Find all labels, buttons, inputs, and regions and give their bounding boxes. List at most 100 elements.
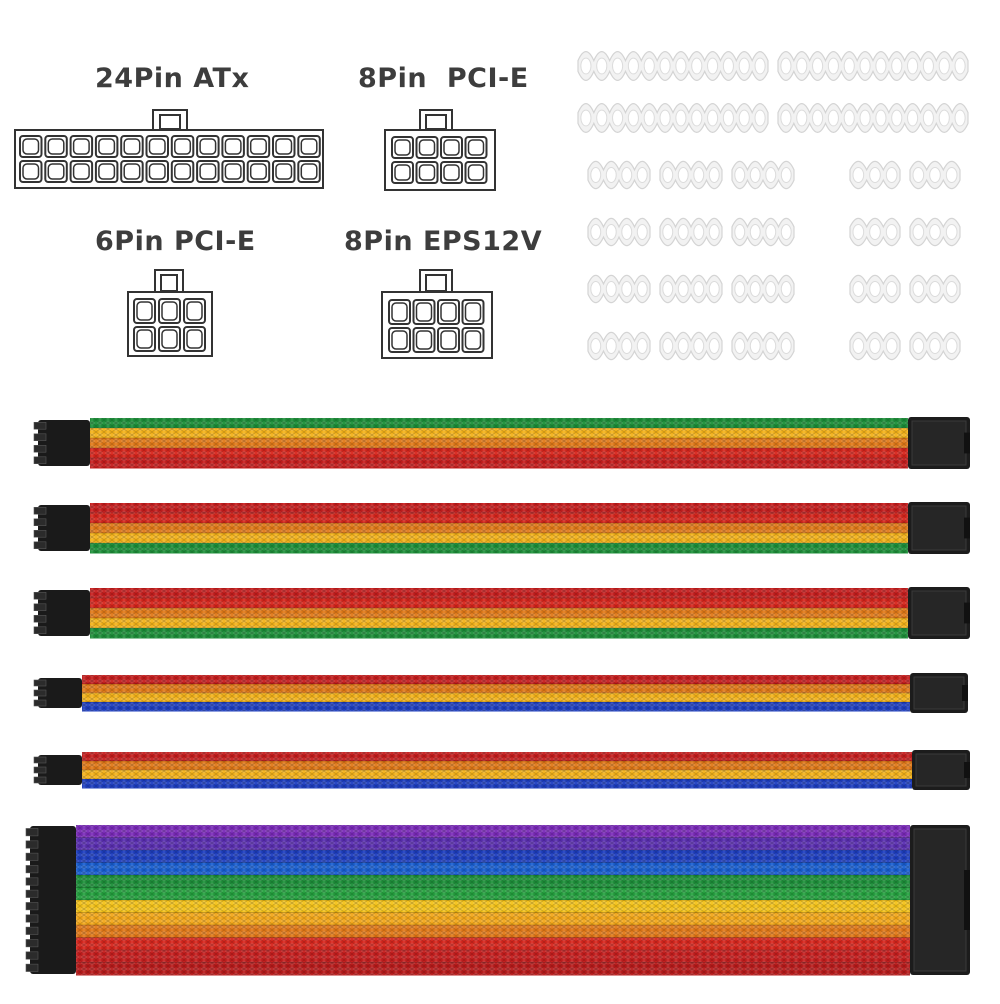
cable-comb xyxy=(909,331,961,361)
connector-pin-tab xyxy=(33,756,47,764)
connector-pin-inner xyxy=(443,164,460,181)
cable-comb xyxy=(587,331,651,361)
cable-connector-left xyxy=(30,826,76,974)
cable-comb xyxy=(777,103,969,133)
connector-pin xyxy=(461,327,485,353)
connector-pin xyxy=(44,135,68,158)
connector-pin-inner xyxy=(123,138,141,155)
connector-pin-tab xyxy=(25,939,39,948)
cable-connector-left xyxy=(38,755,82,785)
connector-pin-tab xyxy=(33,699,47,707)
connector-pin xyxy=(69,135,94,158)
connector-pin-tab xyxy=(33,626,47,634)
connector-latch xyxy=(964,870,970,930)
connector-pin-inner xyxy=(224,138,242,155)
connector-pin-inner xyxy=(186,301,203,321)
connector-pin xyxy=(272,135,296,158)
connector-face xyxy=(915,753,967,787)
connector-pin-inner xyxy=(174,138,192,155)
connector-face xyxy=(913,828,967,972)
connector-pin-tab xyxy=(33,541,47,549)
pcie8-label: 8Pin PCI-E xyxy=(358,63,529,94)
connector-pin xyxy=(19,135,43,158)
cable-comb xyxy=(577,103,769,133)
connector-pin-inner xyxy=(224,163,242,180)
connector-pin-tab xyxy=(25,828,39,837)
pcie8-connector-diagram xyxy=(384,109,496,191)
cable-comb xyxy=(731,217,795,247)
connector-pin xyxy=(94,160,119,183)
cable-comb xyxy=(909,217,961,247)
connector-pin-inner xyxy=(161,301,178,321)
connector-pin xyxy=(391,136,414,159)
connector-pin-tab xyxy=(25,951,39,960)
connector-pin-inner xyxy=(300,163,318,180)
connector-pin xyxy=(170,135,195,158)
connector-pin-inner xyxy=(415,302,433,322)
connector-latch xyxy=(962,685,968,701)
connector-pin xyxy=(388,299,411,325)
connector-pin xyxy=(19,160,43,183)
connector-pin xyxy=(133,326,156,352)
connector-pin xyxy=(170,160,195,183)
connector-pin-inner xyxy=(464,330,482,350)
cable-pcie-6pin-2 xyxy=(33,750,970,790)
connector-pin xyxy=(158,326,181,352)
cable-braid-texture xyxy=(82,675,910,711)
connector-pin-tab xyxy=(25,865,39,874)
connector-pin-inner xyxy=(249,163,267,180)
connector-pin xyxy=(183,298,206,324)
connector-pin-tab xyxy=(25,902,39,911)
connector-latch xyxy=(964,602,970,624)
connector-pin xyxy=(440,136,463,159)
connector-pin-inner xyxy=(161,329,178,349)
cable-comb xyxy=(659,274,723,304)
connector-pin-inner xyxy=(123,163,141,180)
connector-pin-tab xyxy=(33,529,47,538)
cable-comb xyxy=(777,51,969,81)
connector-pin xyxy=(183,326,206,352)
pcie6-label: 6Pin PCI-E xyxy=(95,226,256,257)
connector-pin xyxy=(145,135,169,158)
cable-comb xyxy=(587,274,651,304)
atx24-label: 24Pin ATx xyxy=(95,63,250,94)
connector-pin-inner xyxy=(391,330,408,350)
connector-pin xyxy=(388,327,411,353)
cable-braid-texture xyxy=(90,588,908,638)
connector-pin xyxy=(440,161,463,184)
connector-pin-inner xyxy=(186,329,203,349)
connector-pin xyxy=(145,160,169,183)
cable-comb xyxy=(659,160,723,190)
connector-pin xyxy=(391,161,414,184)
connector-latch xyxy=(964,432,970,454)
connector-pin-inner xyxy=(440,302,457,322)
cable-braid-texture xyxy=(90,503,908,553)
connector-pin xyxy=(272,160,296,183)
connector-pin-inner xyxy=(275,163,293,180)
connector-pin xyxy=(158,298,181,324)
connector-pin-inner xyxy=(300,138,318,155)
connector-latch xyxy=(964,517,970,539)
eps8-label: 8Pin EPS12V xyxy=(344,226,543,257)
connector-pin-tab xyxy=(33,506,47,515)
cable-braid-texture xyxy=(90,418,908,468)
cable-connector-left xyxy=(38,590,90,636)
connector-pin-tab xyxy=(25,852,39,861)
eps8-connector-diagram xyxy=(381,269,493,359)
cable-braid-texture xyxy=(76,825,910,975)
connector-pin xyxy=(133,298,156,324)
connector-pin xyxy=(246,135,271,158)
cable-comb xyxy=(587,160,651,190)
cable-comb xyxy=(731,274,795,304)
connector-face xyxy=(911,590,967,636)
connector-pin-tab xyxy=(25,840,39,849)
connector-pin-tab xyxy=(25,926,39,935)
cable-comb xyxy=(659,331,723,361)
cable-comb xyxy=(587,217,651,247)
connector-pin-inner xyxy=(98,163,116,180)
connector-pin xyxy=(297,135,321,158)
cable-comb xyxy=(577,51,769,81)
connector-pin xyxy=(69,160,94,183)
connector-pin-inner xyxy=(47,138,65,155)
